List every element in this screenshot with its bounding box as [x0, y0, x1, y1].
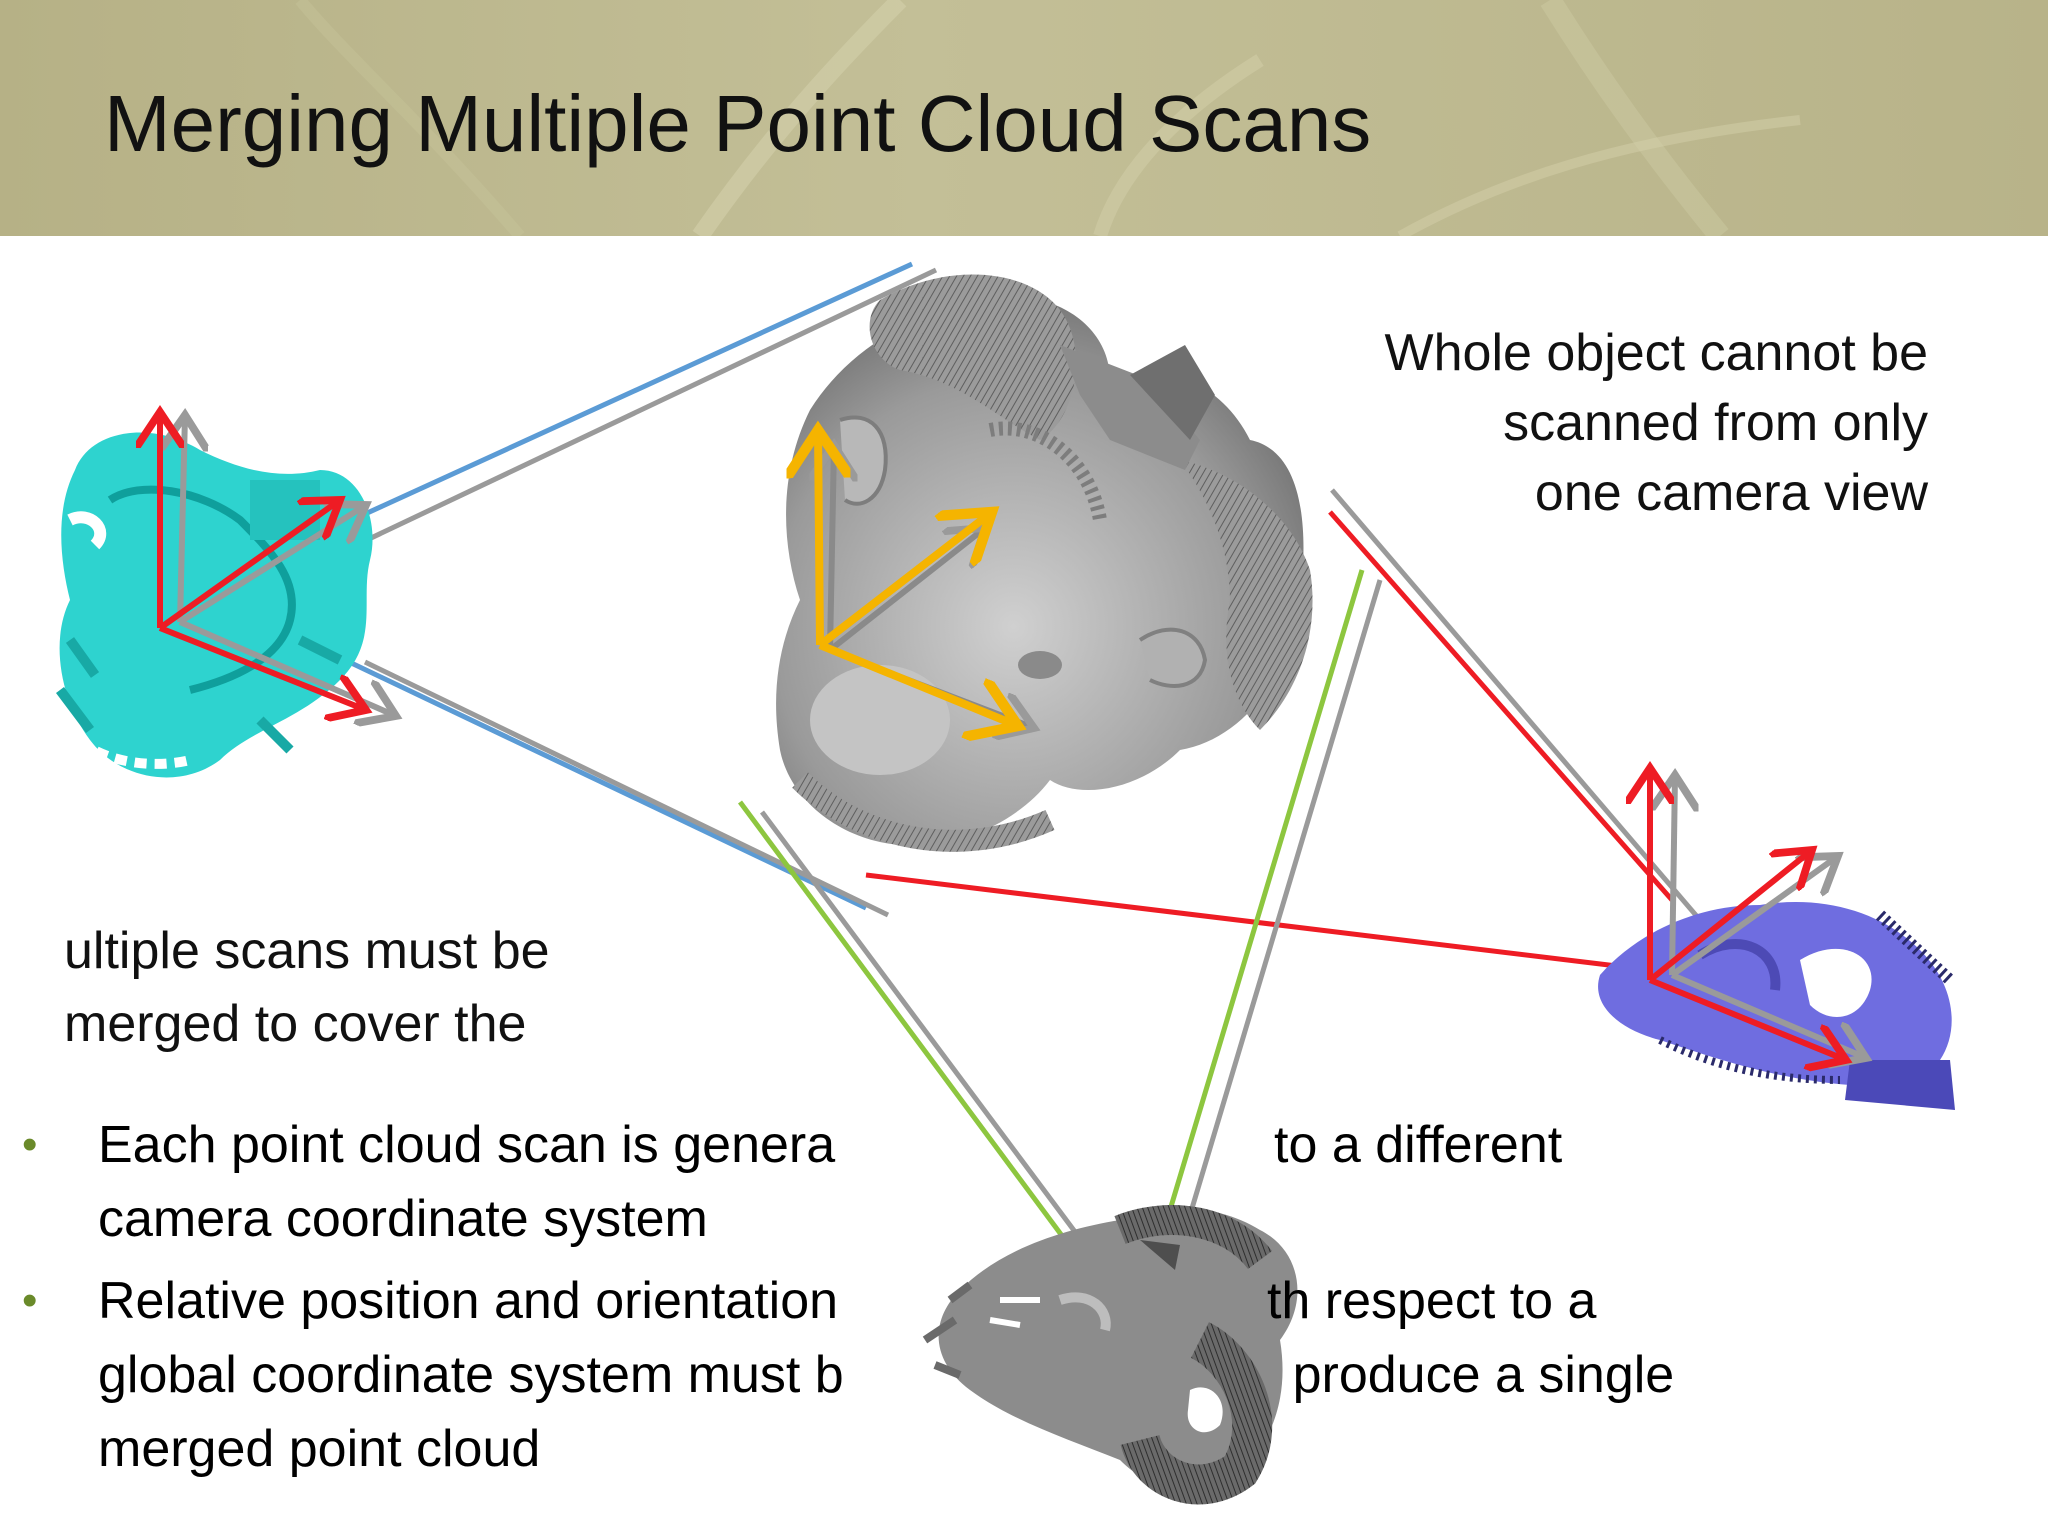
bullet-text: th respect to a [1266, 1272, 1597, 1330]
axis-gray [180, 415, 185, 623]
note-left-line: ultiple scans must be [64, 922, 550, 980]
note-right: Whole object cannot be scanned from only… [1228, 318, 1928, 528]
note-right-line: one camera view [1534, 464, 1928, 522]
bullet-item: • Each point cloud scan is genera to a d… [20, 1108, 1820, 1256]
merged-model-axes [818, 430, 1034, 728]
axis-red [1648, 977, 1846, 1060]
note-left: ultiple scans must be merged to cover th… [64, 915, 684, 1087]
bullet-text: to a different [1274, 1116, 1563, 1174]
cyan-scan-axes [160, 412, 396, 716]
connector-line [363, 659, 890, 918]
note-right-line: scanned from only [1503, 394, 1928, 452]
connector-lines [328, 261, 1702, 1270]
merged-model [776, 274, 1313, 852]
bullet-text: produce a single [1292, 1346, 1675, 1404]
connector-line [1187, 579, 1383, 1216]
connector-line [328, 261, 914, 533]
axis-red [1648, 850, 1812, 983]
bullet-list: • Each point cloud scan is genera to a d… [20, 1108, 1820, 1494]
connector-line [1328, 510, 1674, 902]
blue-scan-axes [1650, 768, 1866, 1060]
connector-line [343, 657, 868, 911]
scan-cyan [56, 432, 373, 778]
note-left-line: merged to cover the [64, 995, 527, 1053]
bullet-dot-icon: • [22, 1276, 38, 1325]
connector-line [737, 800, 1083, 1262]
connector-line [1330, 488, 1702, 922]
slide-title: Merging Multiple Point Cloud Scans [104, 79, 1372, 168]
bullet-text: Relative position and orientation [98, 1272, 839, 1330]
connector-line [1167, 569, 1365, 1211]
bullet-text: global coordinate system must b [98, 1346, 844, 1404]
note-right-line: Whole object cannot be [1384, 324, 1928, 382]
axis-red [158, 500, 340, 631]
axis-gray [830, 445, 834, 651]
banner-texture [295, 0, 1801, 236]
scan-gray [922, 1205, 1298, 1505]
axis-yellow [818, 641, 1018, 726]
axis-gray [1672, 775, 1675, 976]
axis-yellow [817, 512, 992, 649]
bullet-text: camera coordinate system [98, 1190, 708, 1248]
bullet-dot-icon: • [22, 1120, 38, 1169]
axis-red [158, 625, 366, 710]
bullet-item: • Relative position and orientation th r… [20, 1264, 1820, 1486]
axis-yellow [818, 430, 820, 646]
connector-line [759, 810, 1105, 1270]
title-banner: Merging Multiple Point Cloud Scans [0, 0, 2048, 236]
connector-line [348, 267, 938, 551]
bullet-text: Each point cloud scan is genera [98, 1116, 836, 1174]
bullet-text: merged point cloud [98, 1420, 541, 1478]
